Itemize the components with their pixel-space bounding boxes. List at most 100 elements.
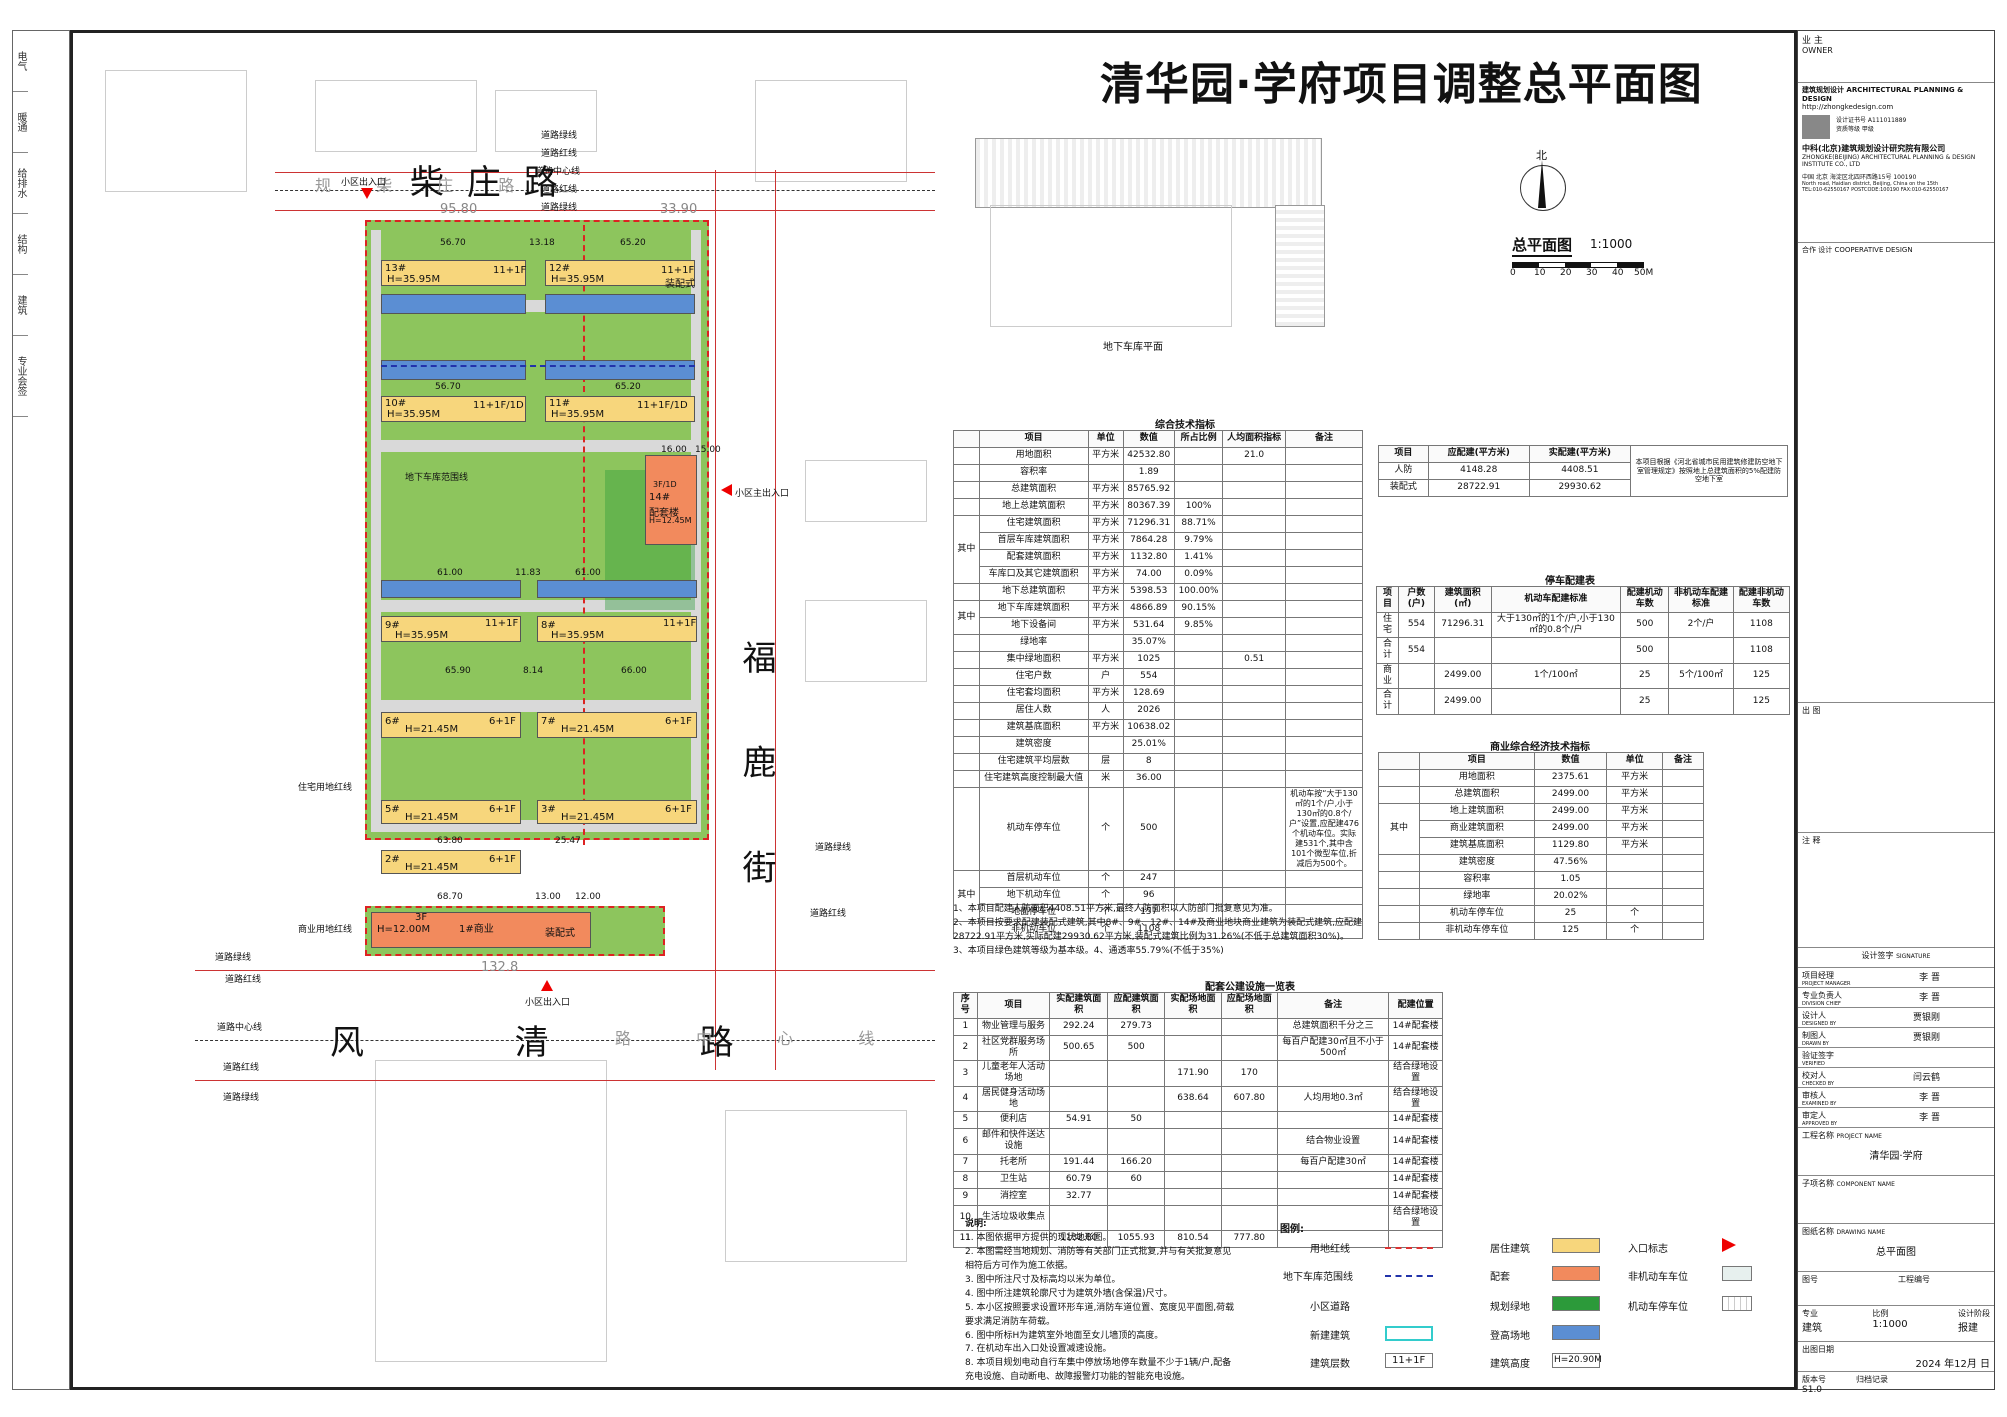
building-id: 1#商业 xyxy=(459,924,494,935)
table-cell xyxy=(1049,1060,1108,1087)
table-cell xyxy=(1173,921,1224,939)
table-cell xyxy=(1222,515,1286,533)
road-line-label: 道路绿线 xyxy=(215,953,252,963)
table-cell: 14#配套楼 xyxy=(1388,1153,1443,1172)
group-cell xyxy=(953,770,980,788)
table-cell xyxy=(1285,549,1363,567)
building-floors: 11+1F xyxy=(661,265,695,276)
table-cell: 机动车停车位 xyxy=(978,787,1089,871)
legend-label: 居住建筑 xyxy=(1490,1244,1530,1255)
table-cell xyxy=(1490,688,1622,715)
road-line-label: 道路红线 xyxy=(541,185,578,195)
staff-role-en: CHECKED BY xyxy=(1802,1081,1834,1087)
table-cell: 5个/100㎡ xyxy=(1668,662,1734,689)
table-cell xyxy=(1220,1187,1278,1206)
table-cell: 1.05 xyxy=(1533,871,1608,889)
component-label-en: COMPONENT NAME xyxy=(1836,1181,1895,1188)
table-cell xyxy=(1173,668,1224,686)
table-cell: 4148.28 xyxy=(1427,462,1530,480)
company-tel: TEL:010-62550167 POSTCODE:100190 FAX:010… xyxy=(1802,187,1949,193)
table-cell: 1.89 xyxy=(1122,464,1175,482)
table-cell xyxy=(1106,1085,1166,1112)
table-cell: 1.41% xyxy=(1173,549,1224,567)
table-cell: 14#配套楼 xyxy=(1388,1017,1443,1036)
table-cell xyxy=(1490,637,1622,664)
table-cell: 14#配套楼 xyxy=(1388,1170,1443,1189)
table-cell: 物业管理与服务 xyxy=(976,1017,1051,1036)
table-cell: 279.73 xyxy=(1106,1017,1166,1036)
entrance-label-south: 小区出入口 xyxy=(525,998,571,1008)
table-cell: 结合绿地设置 xyxy=(1388,1085,1443,1112)
table-cell: 554 xyxy=(1122,668,1175,686)
note-item: 5. 本小区按照要求设置环形车道,消防车道位置、宽度见平面图,荷载要求满足消防车… xyxy=(965,1302,1235,1327)
table-cell: 60 xyxy=(1106,1170,1166,1189)
table-cell: 170 xyxy=(1220,1060,1278,1087)
table-cell: 810.54 xyxy=(1164,1230,1222,1248)
table-cell xyxy=(1173,770,1224,788)
group-cell xyxy=(953,668,980,686)
dimension: 8.14 xyxy=(523,666,544,676)
table-cell: 25 xyxy=(1620,688,1670,715)
discipline: 建筑 xyxy=(1802,1323,1822,1334)
table-cell xyxy=(1285,532,1363,550)
discipline-label: 专业 xyxy=(1802,1309,1818,1318)
table-cell: 5398.53 xyxy=(1122,583,1175,601)
dimension: 15.00 xyxy=(695,445,721,455)
note-item: 4. 图中所注建筑轮廓尺寸为建筑外墙(含保温)尺寸。 xyxy=(965,1288,1173,1299)
table-cell: 2499.00 xyxy=(1433,688,1492,715)
road-line-label: 道路绿线 xyxy=(541,203,578,213)
table-cell xyxy=(1173,887,1224,905)
road-line-label: 道路绿线 xyxy=(815,843,852,853)
table-header-row: 项目单位数值所占比例人均面积指标备注 xyxy=(953,430,1363,448)
table-cell: 结合物业设置 xyxy=(1276,1128,1390,1155)
scale-tick: 20 xyxy=(1560,268,1572,278)
table-cell xyxy=(1285,481,1363,499)
building-height: H=35.95M xyxy=(395,630,449,641)
group-cell xyxy=(953,753,980,771)
site-plan: 柴 庄 路 规 柴 庄 路 风 清 路 路 中 心 线 福 鹿 街 道路绿线 道… xyxy=(75,60,955,1380)
table-cell: 个 xyxy=(1087,787,1124,871)
table-cell: 平方米 xyxy=(1087,651,1124,669)
table-cell xyxy=(1220,1153,1278,1172)
table-cell: 平方米 xyxy=(1087,447,1124,465)
table-cell: 卫生站 xyxy=(976,1170,1051,1189)
table-cell: 个 xyxy=(1087,887,1124,905)
residential-building xyxy=(381,260,526,286)
project-name-label-en: PROJECT NAME xyxy=(1836,1133,1882,1140)
header-cell: 实配建(平方米) xyxy=(1528,445,1632,463)
table-cell: 平方米 xyxy=(1087,583,1124,601)
header-cell: 配建位置 xyxy=(1388,992,1443,1019)
building-height: H=21.45M xyxy=(405,862,459,873)
table-cell xyxy=(1606,854,1663,872)
table-cell: 4866.89 xyxy=(1122,600,1175,618)
table-cell xyxy=(1106,1187,1166,1206)
table-cell: 每百户配建30㎡ xyxy=(1276,1153,1390,1172)
table-cell: 平方米 xyxy=(1606,837,1663,855)
table-cell: 平方米 xyxy=(1087,549,1124,567)
table-cell: 125 xyxy=(1732,688,1791,715)
group-cell xyxy=(1378,888,1420,906)
dimension: 95.80 xyxy=(440,202,478,217)
table-cell xyxy=(1164,1111,1222,1129)
table-cell xyxy=(1173,447,1224,465)
table-cell xyxy=(1285,719,1363,737)
header-cell: 应配场地面积 xyxy=(1220,992,1278,1019)
entrance-marker xyxy=(721,484,732,496)
table-cell xyxy=(1087,736,1124,754)
header-cell: 配建非机动车数 xyxy=(1732,586,1791,613)
cert-no: 设计证书号 A111011889 xyxy=(1836,117,1907,124)
table-cell xyxy=(1285,753,1363,771)
header-cell: 项目 xyxy=(1378,445,1429,463)
table-cell: 500.65 xyxy=(1049,1034,1108,1061)
footnote: 1、本项目配建人防面积4408.51平方米,最终人防面积以人防部门批复意见为准。 xyxy=(953,904,1278,914)
legend-label: 入口标志 xyxy=(1628,1244,1668,1255)
table-cell xyxy=(1220,1111,1278,1129)
